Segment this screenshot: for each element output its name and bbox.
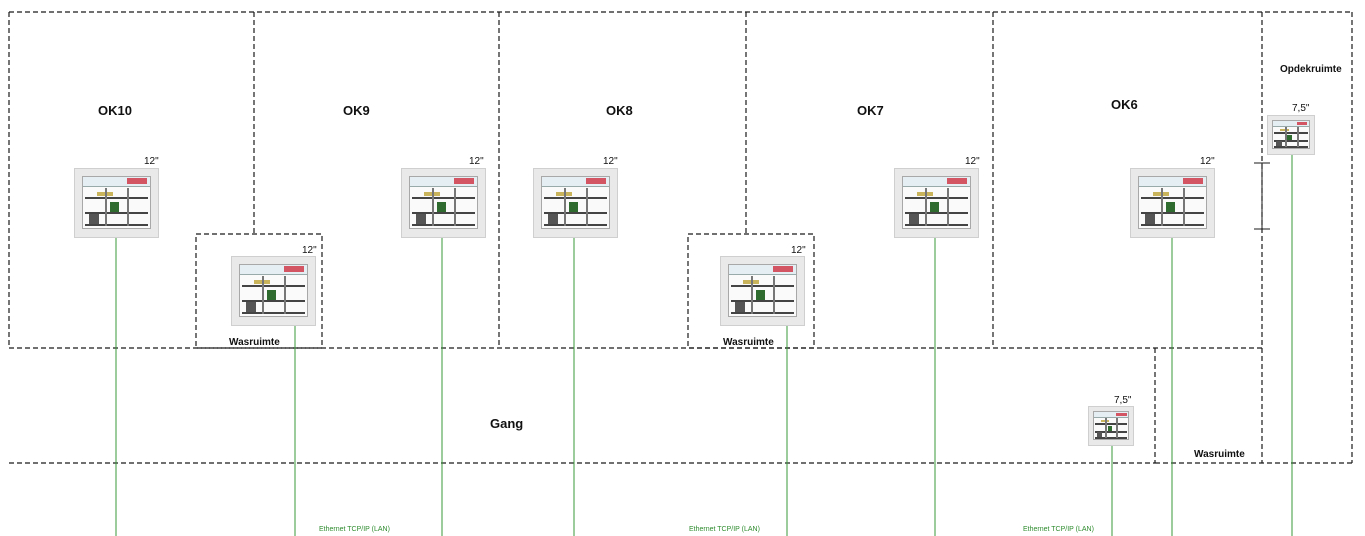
- touch-panel-ok10: [74, 168, 159, 238]
- panel-size-wasruimte-2: 12": [791, 245, 806, 256]
- touch-panel-ok7: [894, 168, 979, 238]
- panel-size-gang: 7,5": [1114, 395, 1132, 406]
- panel-screen: [1092, 410, 1130, 441]
- ethernet-cables: [115, 155, 1293, 536]
- touch-panel-wasruimte-1: [231, 256, 316, 326]
- panel-size-ok7: 12": [965, 156, 980, 167]
- room-label-wasruimte-3: Wasruimte: [1194, 449, 1245, 460]
- panel-screen: [409, 175, 478, 229]
- room-label-opdekruimte: Opdekruimte: [1280, 64, 1342, 75]
- touch-panel-wasruimte-2: [720, 256, 805, 326]
- room-label-ok10: OK10: [98, 103, 132, 118]
- ethernet-label-3: Ethernet TCP/IP (LAN): [1023, 526, 1094, 533]
- panel-size-ok9: 12": [469, 156, 484, 167]
- touch-panel-ok6: [1130, 168, 1215, 238]
- room-label-wasruimte-2: Wasruimte: [723, 337, 774, 348]
- panel-screen: [1138, 175, 1207, 229]
- dimension-marker: [1254, 162, 1270, 230]
- panel-size-ok10: 12": [144, 156, 159, 167]
- touch-panel-ok8: [533, 168, 618, 238]
- panel-screen: [902, 175, 971, 229]
- panel-screen: [541, 175, 610, 229]
- panel-screen: [1272, 119, 1310, 150]
- touch-panel-ok9: [401, 168, 486, 238]
- room-label-ok9: OK9: [343, 103, 370, 118]
- panel-size-opdekruimte: 7,5": [1292, 103, 1310, 114]
- panel-screen: [82, 175, 151, 229]
- touch-panel-gang: [1088, 406, 1134, 446]
- ethernet-label-1: Ethernet TCP/IP (LAN): [319, 526, 390, 533]
- panel-screen: [239, 263, 308, 317]
- room-label-ok7: OK7: [857, 103, 884, 118]
- touch-panel-opdekruimte: [1267, 115, 1315, 155]
- room-label-ok6: OK6: [1111, 97, 1138, 112]
- panel-screen: [728, 263, 797, 317]
- ethernet-label-2: Ethernet TCP/IP (LAN): [689, 526, 760, 533]
- room-label-gang: Gang: [490, 416, 524, 431]
- panel-size-ok6: 12": [1200, 156, 1215, 167]
- room-label-ok8: OK8: [606, 103, 633, 118]
- panel-size-ok8: 12": [603, 156, 618, 167]
- room-label-wasruimte-1: Wasruimte: [229, 337, 280, 348]
- panel-size-wasruimte-1: 12": [302, 245, 317, 256]
